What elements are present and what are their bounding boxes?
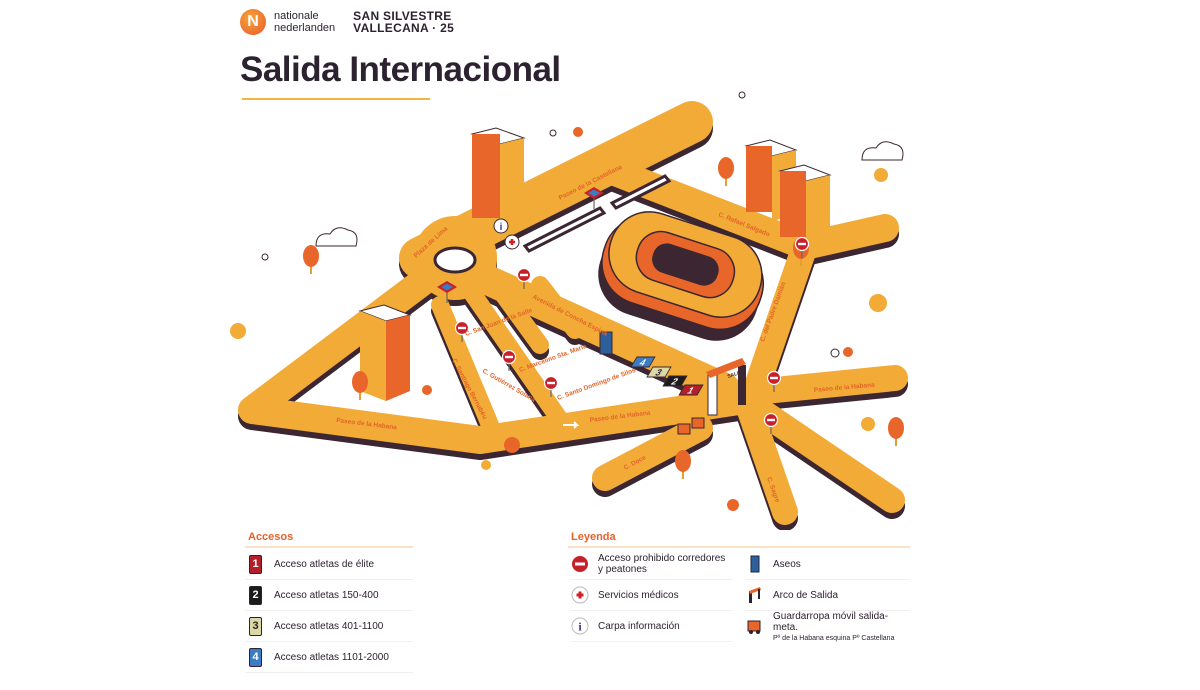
access-badges: 4 3 2 1 (630, 356, 704, 396)
cloakroom-trucks (677, 417, 705, 435)
toilet-icon (745, 554, 765, 574)
brand-name: nationale nederlanden (274, 10, 335, 34)
access-4: 4 (637, 358, 648, 368)
toilet-icon (599, 331, 613, 355)
stadium (598, 211, 765, 341)
svg-text:i: i (500, 222, 503, 233)
list-item: i Carpa información (570, 611, 732, 642)
list-item-label: Servicios médicos (598, 589, 679, 601)
list-item: Acceso prohibido corredores y peatones (570, 549, 732, 580)
list-item: Arco de Salida (745, 580, 910, 611)
start-arch-icon (745, 585, 765, 605)
access-2-badge: 2 (249, 585, 262, 605)
list-item: Aseos (745, 549, 910, 580)
access-4-badge: 4 (249, 647, 262, 667)
label-santo-domingo: C. Santo Domingo de Silos (556, 367, 637, 402)
sponsor-logo: N nationale nederlanden SAN SILVESTRE VA… (240, 9, 454, 35)
road-concha-espina (455, 257, 740, 403)
list-item-label: Acceso atletas 1101-2000 (274, 651, 389, 663)
brand-line2: nederlanden (274, 22, 336, 34)
city-blocks (433, 174, 672, 274)
medical-sign-icon (504, 234, 520, 250)
list-item: 3 Acceso atletas 401-1100 (245, 611, 413, 642)
start-arch-label: SALIDA (727, 368, 747, 380)
buildings (358, 127, 832, 401)
race-start-map: i 4 3 2 1 SALIDA Paseo de la Castellana … (230, 91, 908, 530)
nn-logo-icon: N (240, 9, 266, 35)
accesos-heading: Accesos (248, 531, 294, 543)
list-item-label: Arco de Salida (773, 589, 839, 601)
list-item-label: Acceso atletas de élite (274, 558, 375, 570)
brand-line1: nationale (274, 10, 319, 22)
page-title: Salida Internacional (240, 50, 561, 89)
list-item-label: Aseos (773, 558, 801, 570)
decorations (230, 91, 904, 511)
list-item-label: Acceso atletas 150-400 (274, 589, 379, 601)
list-item-label: Guardarropa móvil salida-meta. (773, 610, 889, 633)
event-line1: SAN SILVESTRE (353, 9, 452, 23)
access-3: 3 (653, 368, 664, 378)
list-item: 2 Acceso atletas 150-400 (245, 580, 413, 611)
list-item: Guardarropa móvil salida-meta.Pº de la H… (745, 610, 910, 642)
medical-cross-icon (570, 585, 590, 605)
list-item-sublabel: Pº de la Habana esquina Pº Castellana (773, 634, 895, 642)
accesos-divider (245, 546, 413, 548)
info-sign-icon: i (493, 218, 509, 234)
access-2: 2 (669, 377, 680, 387)
start-arch: SALIDA (706, 358, 747, 416)
list-item: 1 Acceso atletas de élite (245, 549, 413, 580)
cloakroom-truck-icon (745, 616, 765, 636)
title-underline (242, 98, 430, 100)
direction-arrow-icon (563, 421, 580, 429)
event-line2: VALLECANA · 25 (353, 21, 455, 35)
list-item-label: Carpa información (598, 620, 680, 632)
info-icon: i (570, 616, 590, 636)
list-item-label: Acceso atletas 401-1100 (274, 620, 384, 632)
list-item: 4 Acceso atletas 1101-2000 (245, 642, 413, 673)
access-1-badge: 1 (249, 554, 262, 574)
road-habana (238, 266, 759, 454)
leyenda-heading: Leyenda (571, 531, 616, 543)
access-3-badge: 3 (249, 616, 262, 636)
list-item-label: Acceso prohibido corredores y peatones (598, 553, 726, 575)
leyenda-divider (568, 546, 910, 548)
event-name: SAN SILVESTRE VALLECANA · 25 (353, 10, 454, 34)
no-entry-icon (570, 554, 590, 574)
list-item: Servicios médicos (570, 580, 732, 611)
road-padre-damian (742, 233, 908, 405)
access-1: 1 (685, 386, 696, 396)
svg-text:i: i (578, 620, 582, 634)
